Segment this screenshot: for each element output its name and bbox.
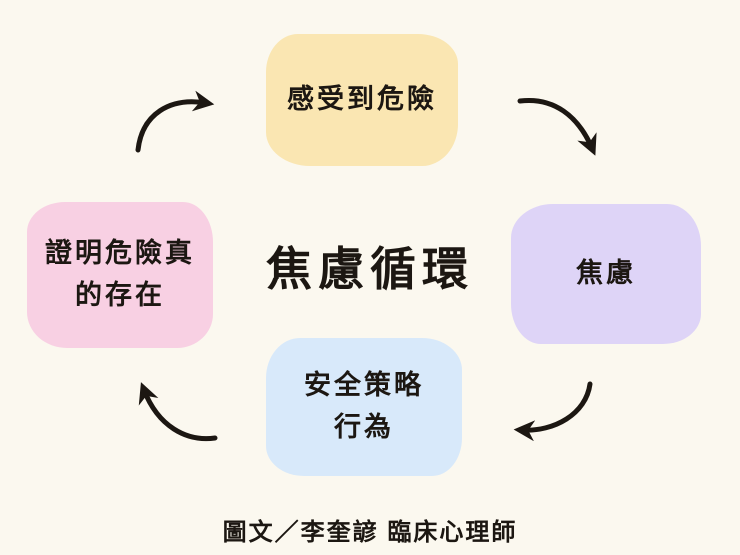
diagram-title: 焦慮循環	[266, 243, 474, 295]
arrow-left-to-top-icon	[135, 90, 215, 153]
node-prove-danger: 證明危險真 的存在	[27, 202, 213, 348]
arrow-right-to-bottom-icon	[513, 381, 593, 442]
node-label: 焦慮	[576, 258, 636, 289]
node-safety-behavior: 安全策略 行為	[266, 338, 462, 476]
node-anxiety: 焦慮	[511, 204, 701, 344]
node-label: 安全策略	[304, 370, 424, 401]
arrow-top-to-right-icon	[517, 97, 597, 156]
node-label: 行為	[334, 412, 394, 442]
arrow-bottom-to-left-icon	[138, 382, 218, 442]
node-label: 的存在	[75, 280, 165, 310]
node-feel-danger: 感受到危險	[266, 34, 458, 166]
node-label: 感受到危險	[287, 84, 437, 115]
author-caption: 圖文／李奎諺 臨床心理師	[222, 519, 518, 546]
node-label: 證明危險真	[45, 238, 195, 269]
